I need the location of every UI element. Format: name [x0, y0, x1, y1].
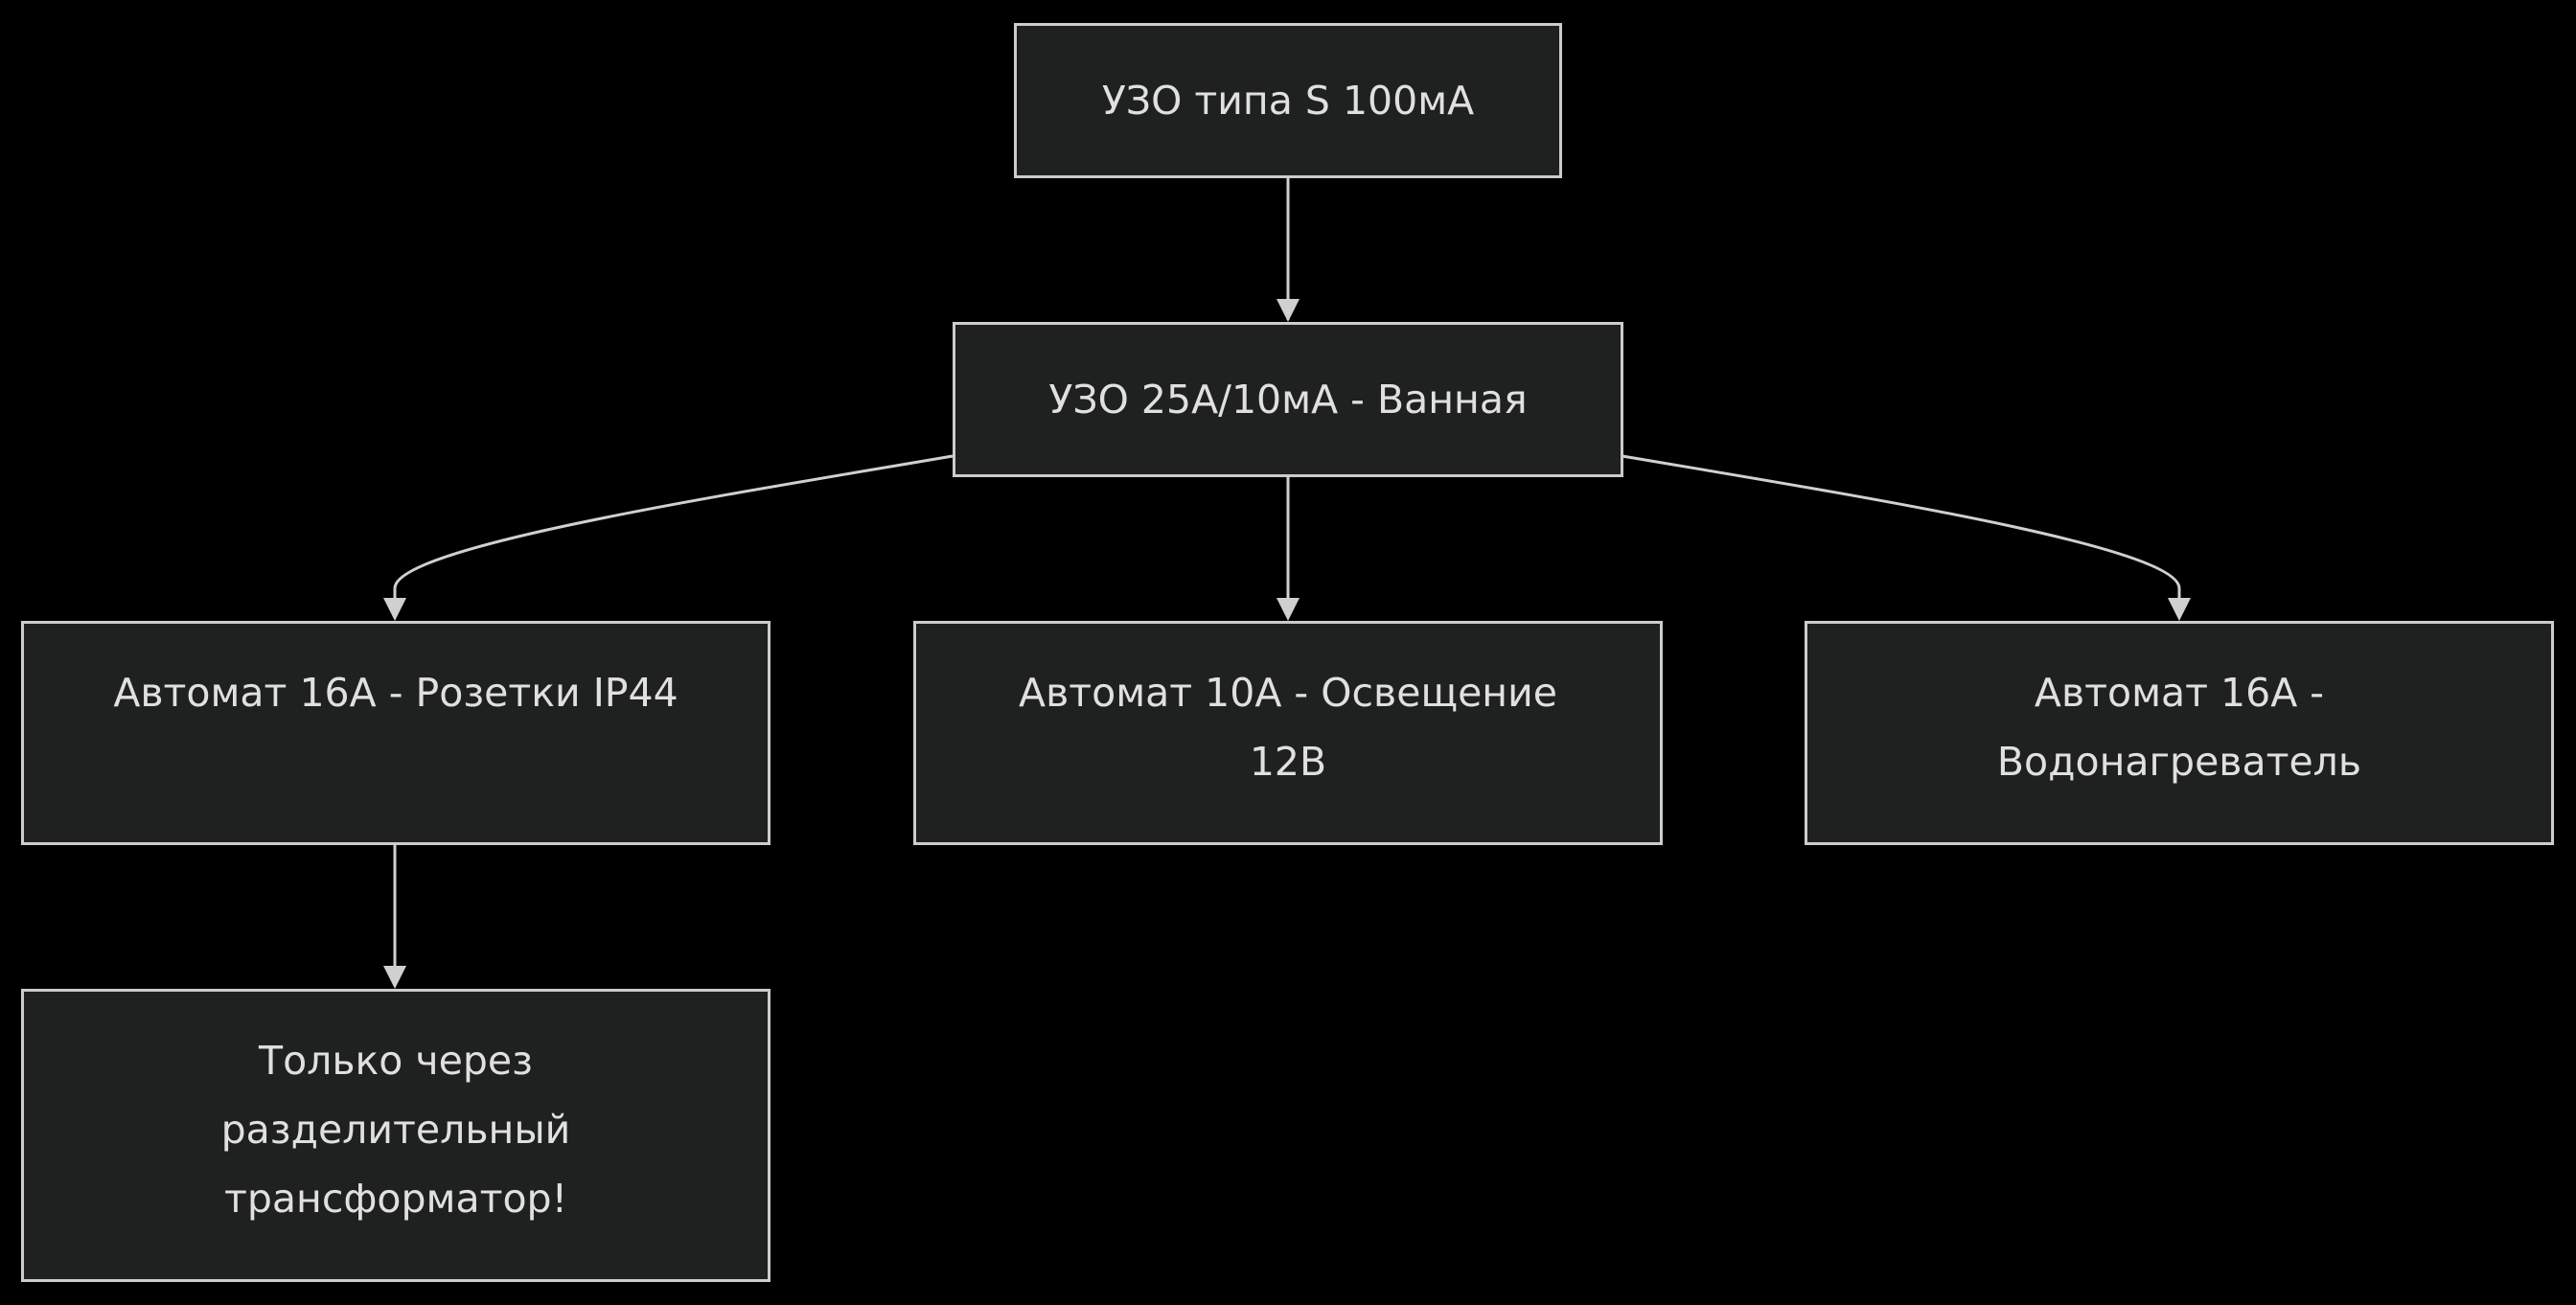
node-label: Автомат 16А - Розетки IP44	[113, 670, 678, 716]
node-label: Автомат 16А - Водонагреватель	[1996, 670, 2362, 785]
node-label: УЗО типа S 100мА	[1101, 78, 1475, 124]
arrowhead-bath-to-heater	[2168, 598, 2191, 621]
edge-bath-to-sockets	[393, 454, 954, 602]
node-breaker-sockets: Автомат 16А - Розетки IP44	[21, 621, 770, 845]
node-label: Автомат 10А - Освещение 12В	[1019, 670, 1557, 785]
edge-bath-to-heater	[1622, 454, 2181, 602]
node-label: УЗО 25А/10мА - Ванная	[1048, 377, 1528, 423]
node-isolation-transformer-note: Только через разделительный трансформато…	[21, 989, 770, 1282]
node-label: Только через разделительный трансформато…	[220, 1038, 571, 1222]
arrowhead-bath-to-lighting	[1276, 598, 1300, 621]
node-breaker-lighting: Автомат 10А - Освещение 12В	[913, 621, 1663, 845]
arrowhead-bath-to-sockets	[383, 598, 406, 621]
node-rcd-bathroom: УЗО 25А/10мА - Ванная	[953, 322, 1623, 477]
arrowhead-sockets-to-transformer	[383, 966, 406, 989]
node-breaker-water-heater: Автомат 16А - Водонагреватель	[1805, 621, 2554, 845]
node-rcd-type-s: УЗО типа S 100мА	[1014, 23, 1562, 178]
arrowhead-root-to-bath	[1276, 299, 1300, 322]
